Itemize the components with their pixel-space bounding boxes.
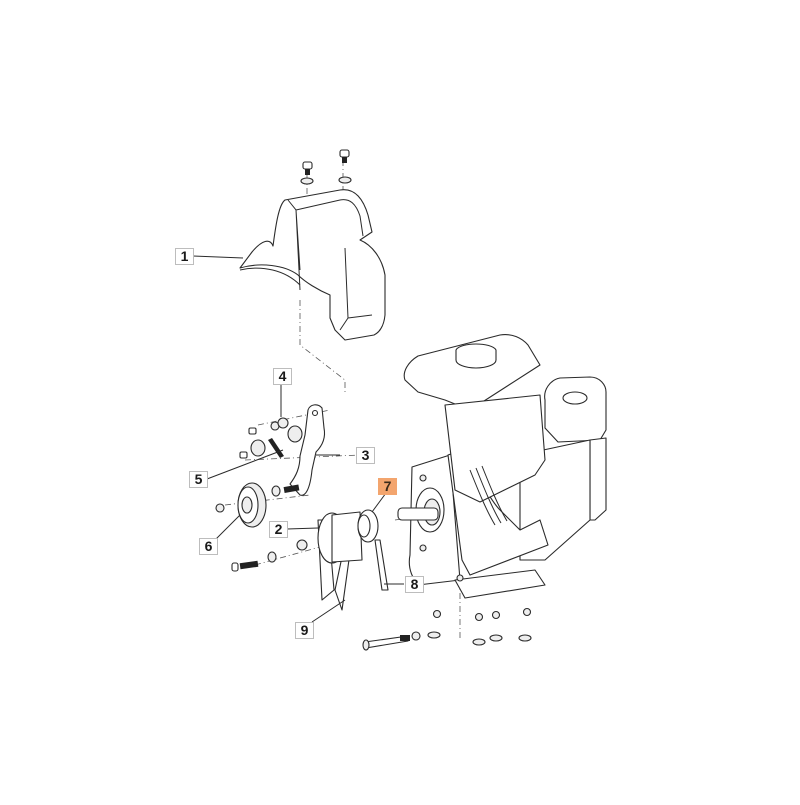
pulley-assembly (231, 509, 389, 611)
leader-lines (192, 255, 404, 623)
callout-5[interactable]: 5 (189, 471, 208, 488)
callout-1[interactable]: 1 (175, 248, 194, 265)
callout-2[interactable]: 2 (269, 521, 288, 538)
callout-6[interactable]: 6 (199, 538, 218, 555)
callout-7-highlighted[interactable]: 7 (378, 478, 397, 495)
mounting-hardware (362, 607, 532, 651)
hardware-set (239, 417, 303, 497)
tensioner-arm (289, 404, 326, 496)
callout-3[interactable]: 3 (356, 447, 375, 464)
callout-8[interactable]: 8 (405, 576, 424, 593)
belt-cover (239, 189, 386, 341)
callout-9[interactable]: 9 (295, 622, 314, 639)
idler-pulley (215, 482, 267, 528)
engine (397, 334, 607, 599)
screw-icon (300, 149, 352, 185)
callout-4[interactable]: 4 (273, 368, 292, 385)
